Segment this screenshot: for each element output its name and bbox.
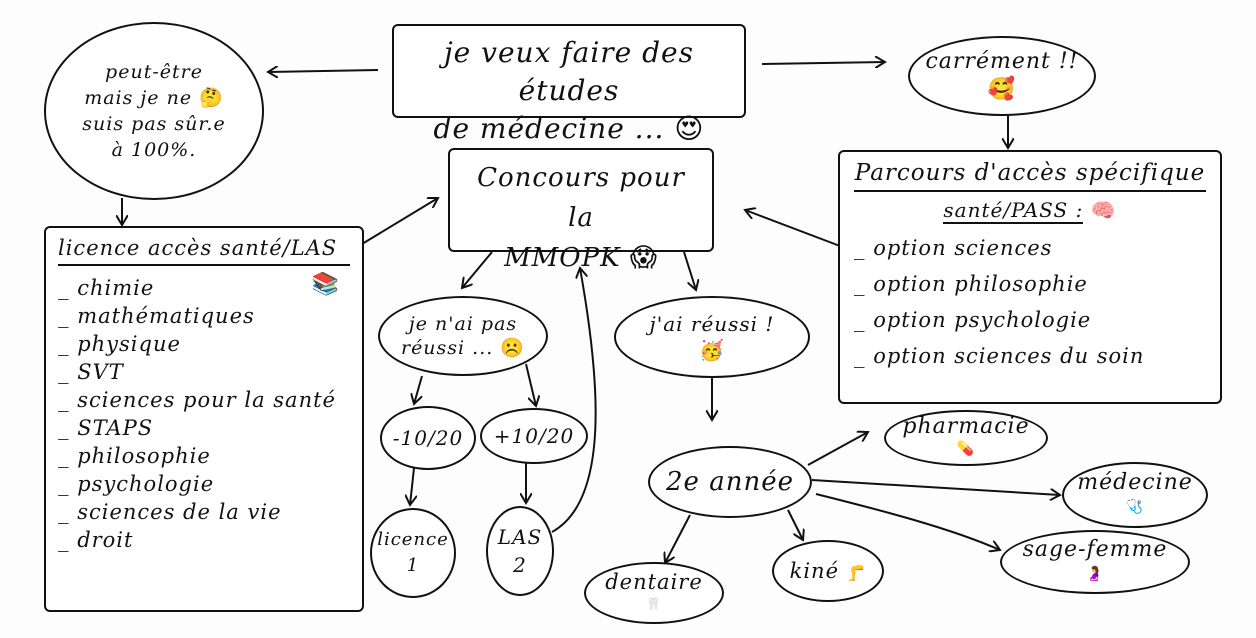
arrow-annee-to-pharmacie xyxy=(807,432,868,466)
las2-line1: LAS xyxy=(497,525,543,549)
sage-femme-bubble: sage-femme 🤰 xyxy=(1000,530,1190,594)
fail-line2: réussi ... xyxy=(400,337,494,359)
pass-box: Parcours d'accès spécifique santé/PASS :… xyxy=(838,150,1222,404)
licence1-line1: licence xyxy=(377,529,449,550)
arrow-fail-to-high xyxy=(525,363,536,406)
pass-item: option psychologie xyxy=(854,302,1206,338)
books-emoji-icon: 📚 xyxy=(311,272,340,297)
arrow-fail-to-low xyxy=(414,375,423,404)
pill-emoji-icon: 💊 xyxy=(956,441,976,457)
maybe-line2: mais je ne xyxy=(84,87,193,109)
maybe-bubble: peut-être mais je ne 🤔 suis pas sûr.e à … xyxy=(44,22,264,200)
kine-text: kiné xyxy=(789,559,840,583)
arrow-center-to-yes xyxy=(761,62,885,64)
heart-eyes-emoji-icon: 😍 xyxy=(674,112,705,145)
arrow-annee-to-medecine xyxy=(811,479,1060,495)
arrow-low-to-licence xyxy=(410,467,414,505)
arrow-pass-to-concours xyxy=(745,210,841,247)
score-below-bubble: -10/20 xyxy=(380,406,476,470)
las-item: SVT xyxy=(58,358,350,386)
concours-box: Concours pour la MMOPK 😱 xyxy=(448,148,714,273)
score-below-text: -10/20 xyxy=(392,426,464,450)
screaming-emoji-icon: 😱 xyxy=(629,243,658,273)
licence1-line2: 1 xyxy=(406,555,420,576)
brain-emoji-icon: 🧠 xyxy=(1090,198,1117,222)
las-item: sciences de la vie xyxy=(58,498,350,526)
smiling-hearts-emoji-icon: 🥰 xyxy=(987,77,1017,102)
maybe-line4: à 100%. xyxy=(111,139,197,161)
concours-line1: Concours pour la xyxy=(477,163,685,233)
arrow-las-to-concours xyxy=(361,198,438,245)
las-item: chimie xyxy=(58,274,350,302)
yes-text: carrément !! xyxy=(925,49,1079,74)
maybe-line3: suis pas sûr.e xyxy=(82,113,226,135)
licence1-bubble: licence 1 xyxy=(370,508,456,598)
concours-line2: MMOPK xyxy=(504,243,621,273)
las-box: licence accès santé/LAS 📚 chimie mathéma… xyxy=(44,226,364,612)
second-year-bubble: 2e année xyxy=(648,446,812,518)
central-question-box: je veux faire des études de médecine ...… xyxy=(392,24,746,145)
medecine-text: médecine xyxy=(1077,470,1193,495)
pass-item: option sciences xyxy=(854,230,1206,266)
central-question-line2: de médecine ... xyxy=(433,112,665,145)
arrow-concours-to-success xyxy=(683,251,696,290)
arrow-annee-to-sage xyxy=(815,493,1000,550)
dentaire-bubble: dentaire 🦷 xyxy=(584,562,724,624)
arrow-annee-to-dentaire xyxy=(665,514,691,563)
medecine-bubble: médecine 🩺 xyxy=(1062,462,1208,528)
las-item: psychologie xyxy=(58,470,350,498)
score-above-bubble: +10/20 xyxy=(480,408,588,464)
las-item: droit xyxy=(58,526,350,554)
pass-item: option sciences du soin xyxy=(854,338,1206,374)
fail-bubble: je n'ai pas réussi ... ☹️ xyxy=(378,296,548,376)
las-title: licence accès santé/LAS xyxy=(58,236,338,260)
tooth-emoji-icon: 🦷 xyxy=(646,597,662,611)
central-question-line1: je veux faire des études xyxy=(444,36,694,107)
thinking-emoji-icon: 🤔 xyxy=(199,87,224,109)
dentaire-text: dentaire xyxy=(605,570,703,594)
arrow-center-to-maybe xyxy=(268,70,379,72)
las-item: physique xyxy=(58,330,350,358)
las-item: mathématiques xyxy=(58,302,350,330)
kine-bubble: kiné 🦵 xyxy=(772,540,884,602)
las-item: STAPS xyxy=(58,414,350,442)
arrow-concours-to-fail xyxy=(462,251,493,288)
las-item: sciences pour la santé xyxy=(58,386,350,414)
pharmacie-text: pharmacie xyxy=(902,414,1030,439)
fail-line1: je n'ai pas xyxy=(408,313,518,335)
las2-bubble: LAS 2 xyxy=(486,506,554,596)
pharmacie-bubble: pharmacie 💊 xyxy=(884,410,1048,466)
pregnant-emoji-icon: 🤰 xyxy=(1085,566,1105,582)
las2-line2: 2 xyxy=(513,553,527,577)
arrow-annee-to-kine xyxy=(787,509,803,540)
sage-femme-text: sage-femme xyxy=(1022,537,1168,562)
success-bubble: j'ai réussi ! 🥳 xyxy=(614,296,810,378)
second-year-text: 2e année xyxy=(666,467,794,497)
leg-emoji-icon: 🦵 xyxy=(846,564,867,582)
arrow-las2-to-concours xyxy=(551,268,597,533)
pass-title: Parcours d'accès spécifique xyxy=(854,160,1206,192)
yes-bubble: carrément !! 🥰 xyxy=(908,36,1096,116)
maybe-line1: peut-être xyxy=(105,61,203,83)
pass-subtitle: santé/PASS : xyxy=(943,198,1084,224)
frowning-emoji-icon: ☹️ xyxy=(500,337,526,359)
stethoscope-emoji-icon: 🩺 xyxy=(1125,499,1145,515)
pass-item: option philosophie xyxy=(854,266,1206,302)
las-item: philosophie xyxy=(58,442,350,470)
success-text: j'ai réussi ! xyxy=(649,312,775,336)
score-above-text: +10/20 xyxy=(493,424,575,448)
party-emoji-icon: 🥳 xyxy=(699,338,725,362)
